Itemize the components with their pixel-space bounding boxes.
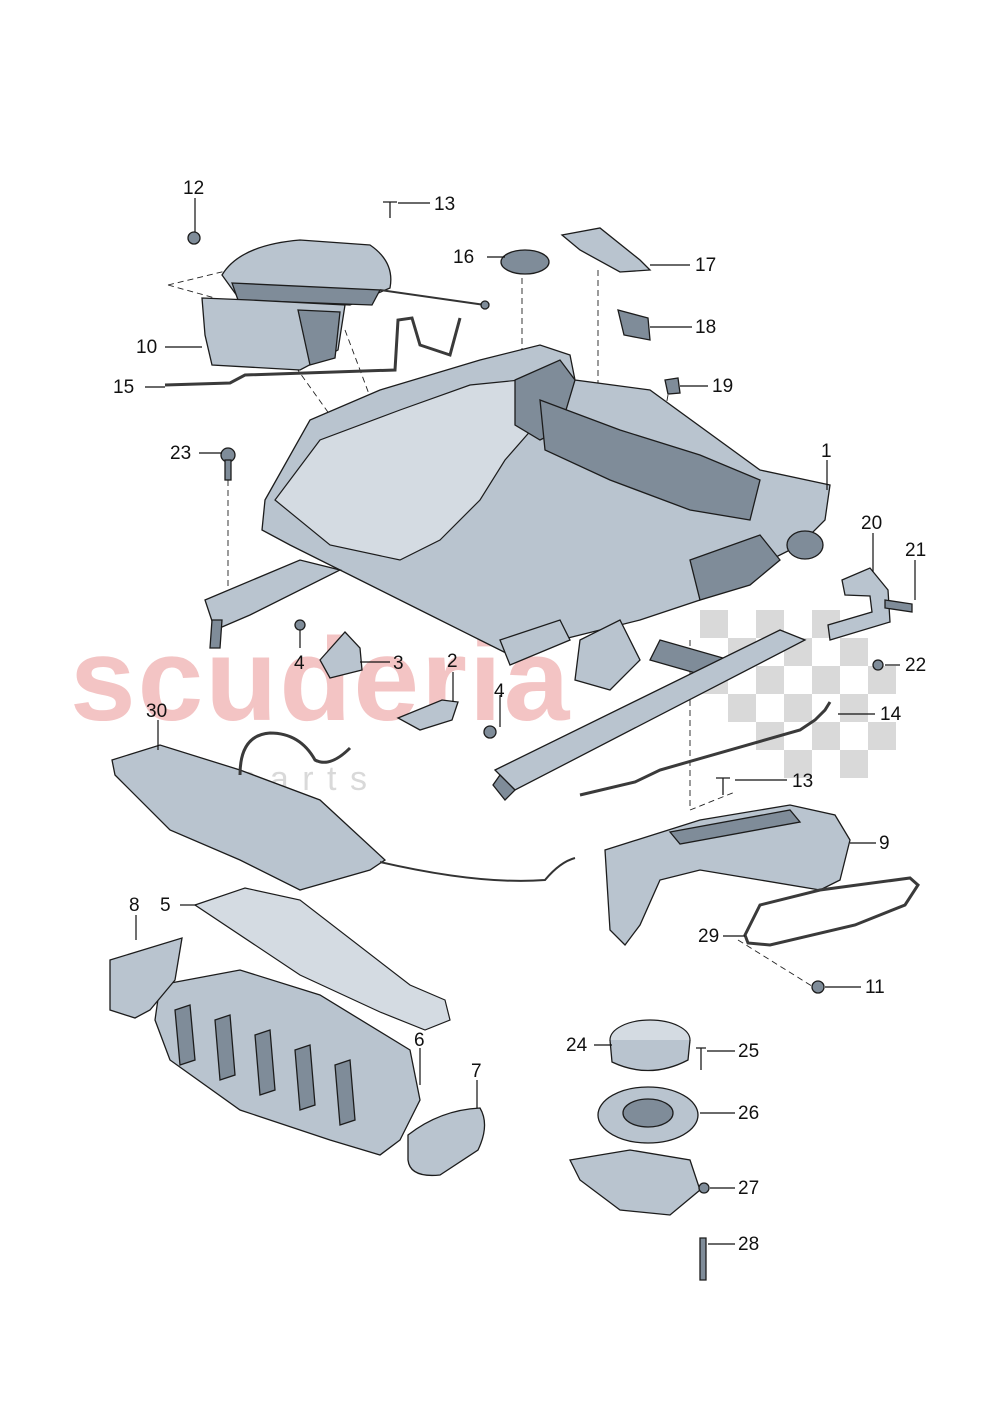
callout-13-top: 13 [434,194,455,215]
cover-with-cable [111,731,576,891]
callout-25: 25 [738,1041,759,1062]
callout-13-bottom: 13 [792,771,813,792]
seat-frame [204,344,831,801]
callout-12: 12 [183,178,204,199]
callout-17: 17 [695,255,716,276]
callout-30: 30 [146,701,167,722]
callout-29: 29 [698,926,719,947]
rod-14 [579,701,832,797]
callout-18: 18 [695,317,716,338]
callout-4-right: 4 [494,681,505,702]
callout-14: 14 [880,704,902,725]
callout-1: 1 [821,441,832,462]
callout-8: 8 [129,895,140,916]
callout-11: 11 [865,977,885,998]
callout-16: 16 [453,247,474,268]
callout-2: 2 [447,651,458,672]
callout-26: 26 [738,1103,759,1124]
upper-small-parts [500,227,681,395]
side-trim-assembly [164,201,490,387]
leader-lines [135,198,916,1245]
callout-24: 24 [566,1035,588,1056]
small-brackets [294,619,497,739]
screw-23 [220,447,236,481]
callout-20: 20 [861,513,882,534]
callout-27: 27 [738,1178,759,1199]
callout-6: 6 [414,1030,425,1051]
checkered-flag-watermark [700,610,896,778]
callout-28: 28 [738,1234,759,1255]
callout-3: 3 [393,653,404,674]
bracket-assembly [827,567,913,671]
callout-15: 15 [113,377,134,398]
callout-23: 23 [170,443,191,464]
callout-4-left: 4 [294,653,305,674]
callout-7: 7 [471,1061,482,1082]
side-trim-right [604,804,920,994]
callout-10: 10 [136,337,157,358]
callout-9: 9 [879,833,890,854]
callout-labels: 1 2 3 4 4 5 6 7 8 9 10 11 12 13 13 14 15… [113,178,926,1255]
callout-5: 5 [160,895,171,916]
cushion-parts [109,887,486,1177]
callout-22: 22 [905,655,926,676]
fan-assembly [569,1019,710,1281]
callout-21: 21 [905,540,926,561]
callout-19: 19 [712,376,733,397]
